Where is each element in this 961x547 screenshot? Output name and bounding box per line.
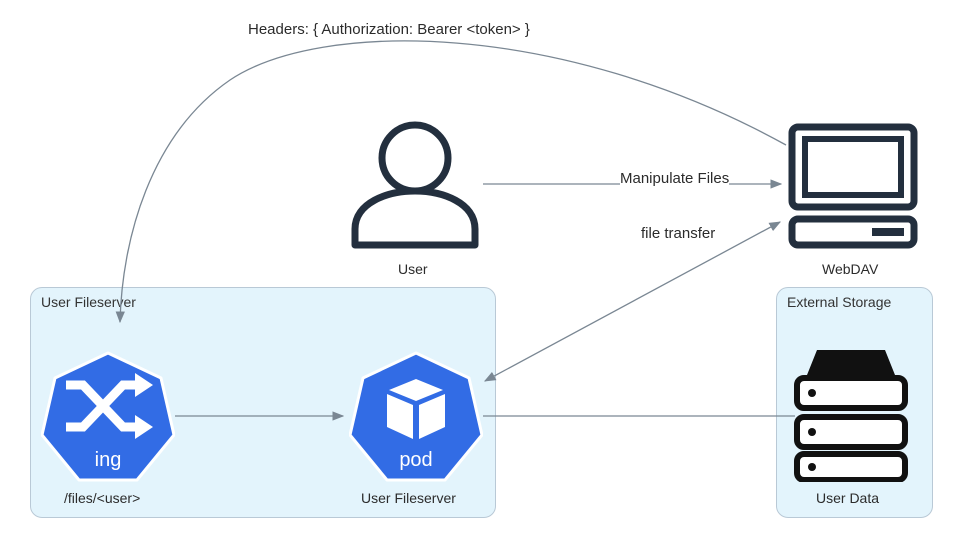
node-pod[interactable]: pod	[348, 349, 484, 483]
server-storage-icon	[794, 350, 908, 483]
node-user[interactable]	[347, 121, 483, 251]
pod-icon	[348, 351, 484, 482]
node-ingress[interactable]: ing	[40, 349, 176, 483]
pod-badge: pod	[399, 449, 433, 471]
node-pod-label: User Fileserver	[361, 490, 456, 506]
edge-headers-label: Headers: { Authorization: Bearer <token>…	[248, 21, 530, 38]
node-webdav[interactable]	[788, 123, 918, 249]
edge-transfer	[483, 221, 782, 382]
ingress-badge: ing	[94, 449, 122, 471]
edge-headers	[115, 40, 787, 324]
node-ingress-label: /files/<user>	[64, 490, 141, 506]
ingress-icon	[40, 351, 176, 482]
edge-manipulate-label: Manipulate Files	[620, 170, 730, 187]
cluster-external-storage-label: External Storage	[787, 294, 892, 310]
user-icon	[351, 121, 479, 249]
node-storage-label: User Data	[816, 490, 880, 506]
node-storage[interactable]	[793, 350, 909, 483]
node-webdav-label: WebDAV	[822, 261, 879, 277]
node-user-label: User	[398, 261, 428, 277]
cluster-user-fileserver-label: User Fileserver	[41, 294, 136, 310]
computer-icon	[788, 123, 918, 249]
edge-transfer-label: file transfer	[641, 225, 716, 242]
